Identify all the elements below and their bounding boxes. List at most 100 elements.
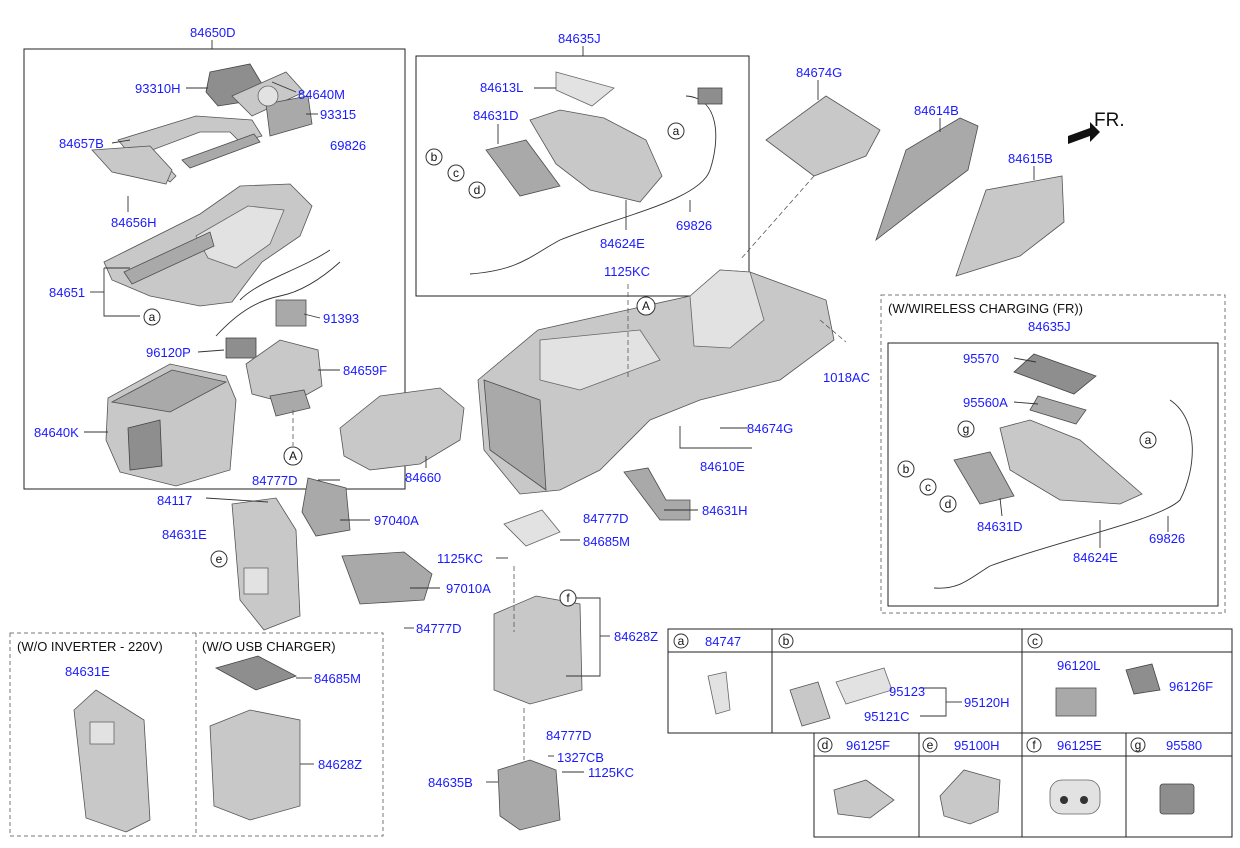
part-label-84631H[interactable]: 84631H — [702, 503, 748, 518]
part-label-84635J[interactable]: 84635J — [1028, 319, 1071, 334]
part-label-84631D[interactable]: 84631D — [977, 519, 1023, 534]
legend-part-95580[interactable]: 95580 — [1166, 738, 1202, 753]
svg-text:a: a — [673, 124, 680, 138]
part-label-84615B[interactable]: 84615B — [1008, 151, 1053, 166]
svg-text:a: a — [678, 634, 685, 648]
svg-text:d: d — [474, 183, 481, 197]
part-label-84777D[interactable]: 84777D — [546, 728, 592, 743]
callout-A1[interactable]: A — [636, 296, 656, 316]
wireless-charging-inner-frame — [887, 342, 1219, 607]
svg-text:A: A — [289, 449, 297, 463]
callout-b1[interactable]: b — [425, 148, 443, 166]
legend-part-95100H[interactable]: 95100H — [954, 738, 1000, 753]
part-label-1125KC[interactable]: 1125KC — [588, 765, 634, 780]
part-label-84674G[interactable]: 84674G — [796, 65, 842, 80]
callout-b2[interactable]: b — [897, 460, 915, 478]
callout-a3[interactable]: a — [1139, 431, 1157, 449]
legend-part-95121C[interactable]: 95121C — [864, 709, 910, 724]
part-label-84628Z[interactable]: 84628Z — [614, 629, 658, 644]
part-label-84610E[interactable]: 84610E — [700, 459, 745, 474]
svg-text:c: c — [1032, 634, 1038, 648]
part-label-84624E[interactable]: 84624E — [600, 236, 645, 251]
callout-a2[interactable]: a — [667, 122, 685, 140]
legend-part-95120H[interactable]: 95120H — [964, 695, 1010, 710]
svg-text:g: g — [963, 422, 970, 436]
legend-f-part-illustration — [1049, 779, 1101, 815]
part-label-84640M[interactable]: 84640M — [298, 87, 345, 102]
part-label-1327CB[interactable]: 1327CB — [557, 750, 604, 765]
part-label-84659F[interactable]: 84659F — [343, 363, 387, 378]
callout-c1[interactable]: c — [447, 164, 465, 182]
callout-d2[interactable]: d — [939, 495, 957, 513]
legend-part-96125E[interactable]: 96125E — [1057, 738, 1102, 753]
legend-table-bottom — [813, 732, 1233, 838]
part-label-84656H[interactable]: 84656H — [111, 215, 157, 230]
part-label-84777D[interactable]: 84777D — [252, 473, 298, 488]
svg-text:f: f — [566, 591, 570, 605]
part-label-84628Z[interactable]: 84628Z — [318, 757, 362, 772]
part-label-69826[interactable]: 69826 — [330, 138, 366, 153]
legend-part-95123[interactable]: 95123 — [889, 684, 925, 699]
variant-frame-left — [9, 632, 384, 837]
part-label-97040A[interactable]: 97040A — [374, 513, 419, 528]
part-label-95560A[interactable]: 95560A — [963, 395, 1008, 410]
callout-a1[interactable]: a — [143, 308, 161, 326]
part-label-84614B[interactable]: 84614B — [914, 103, 959, 118]
svg-text:f: f — [1032, 738, 1036, 752]
armrest-lid-illustration — [339, 387, 465, 471]
part-label-84624E[interactable]: 84624E — [1073, 550, 1118, 565]
part-label-84660[interactable]: 84660 — [405, 470, 441, 485]
part-label-84777D[interactable]: 84777D — [416, 621, 462, 636]
part-label-84117[interactable]: 84117 — [157, 493, 192, 508]
legend-cell-b: b 95123 95121C 95120H — [778, 633, 1010, 724]
part-label-69826[interactable]: 69826 — [1149, 531, 1185, 546]
part-label-84635B[interactable]: 84635B — [428, 775, 473, 790]
legend-part-96126F[interactable]: 96126F — [1169, 679, 1213, 694]
part-label-84635J[interactable]: 84635J — [558, 31, 601, 46]
part-label-84640K[interactable]: 84640K — [34, 425, 79, 440]
main-console-illustration — [477, 269, 835, 495]
svg-text:e: e — [927, 738, 934, 752]
svg-text:d: d — [945, 497, 952, 511]
part-label-84631D[interactable]: 84631D — [473, 108, 519, 123]
part-label-84674G[interactable]: 84674G — [747, 421, 793, 436]
part-label-84650D[interactable]: 84650D — [190, 25, 236, 40]
part-label-97010A[interactable]: 97010A — [446, 581, 491, 596]
part-label-96120P[interactable]: 96120P — [146, 345, 191, 360]
part-label-1125KC[interactable]: 1125KC — [604, 264, 650, 279]
switch-panel-illustration — [205, 63, 313, 137]
console-cover-group-frame — [415, 55, 750, 297]
part-label-93315[interactable]: 93315 — [320, 107, 356, 122]
part-label-84657B[interactable]: 84657B — [59, 136, 104, 151]
callout-A2[interactable]: A — [283, 446, 303, 466]
part-label-84777D[interactable]: 84777D — [583, 511, 629, 526]
wireless-charger-illustration — [933, 353, 1193, 589]
legend-cell-e: e 95100H — [922, 737, 1000, 753]
part-label-93310H[interactable]: 93310H — [135, 81, 181, 96]
part-label-95570[interactable]: 95570 — [963, 351, 999, 366]
legend-d-part-illustration — [833, 779, 895, 819]
callout-c2[interactable]: c — [919, 478, 937, 496]
part-label-1018AC[interactable]: 1018AC — [823, 370, 870, 385]
callout-g1[interactable]: g — [957, 420, 975, 438]
part-label-84685M[interactable]: 84685M — [314, 671, 361, 686]
callout-d1[interactable]: d — [468, 181, 486, 199]
part-label-1125KC[interactable]: 1125KC — [437, 551, 483, 566]
svg-text:c: c — [453, 166, 459, 180]
part-label-69826[interactable]: 69826 — [676, 218, 712, 233]
part-label-84631E[interactable]: 84631E — [65, 664, 110, 679]
part-label-84685M[interactable]: 84685M — [583, 534, 630, 549]
part-label-84613L[interactable]: 84613L — [480, 80, 523, 95]
legend-cell-d: d 96125F — [817, 737, 890, 753]
variant-title-wireless-charging: (W/WIRELESS CHARGING (FR)) — [888, 301, 1083, 316]
legend-part-96125F[interactable]: 96125F — [846, 738, 890, 753]
svg-text:a: a — [1145, 433, 1152, 447]
part-label-84631E[interactable]: 84631E — [162, 527, 207, 542]
svg-text:a: a — [149, 310, 156, 324]
callout-e1[interactable]: e — [210, 550, 228, 568]
part-label-91393[interactable]: 91393 — [323, 311, 359, 326]
legend-part-84747[interactable]: 84747 — [705, 634, 741, 649]
legend-part-96120L[interactable]: 96120L — [1057, 658, 1100, 673]
part-label-84651[interactable]: 84651 — [49, 285, 85, 300]
callout-f1[interactable]: f — [559, 589, 577, 607]
